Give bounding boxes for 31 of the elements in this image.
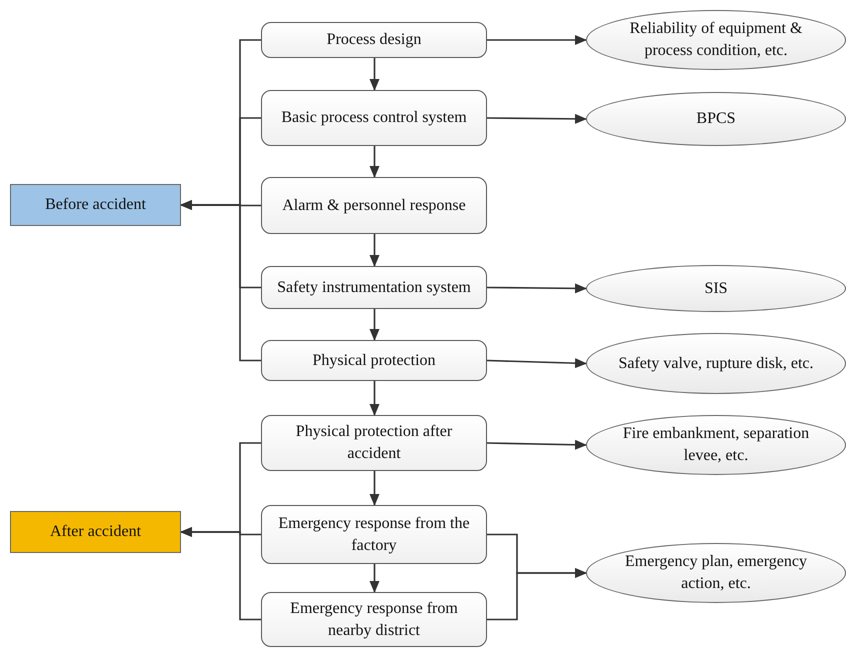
arrow [487,568,587,620]
measure-ellipse: BPCS [586,92,846,146]
arrow [487,114,587,124]
process-box: Safety instrumentation system [261,266,487,309]
arrow [486,358,587,368]
process-box: Emergency response from the factory [261,505,487,564]
stage-box: Before accident [10,184,181,226]
measure-ellipse: Emergency plan, emergency action, etc. [586,543,846,603]
process-box: Physical protection [261,340,487,381]
arrow [370,471,380,506]
measure-ellipse: Reliability of equipment & process condition, etc. [586,10,846,70]
arrow [370,564,380,593]
measure-ellipse: Safety valve, rupture disk, etc. [586,333,846,394]
process-box: Physical protection after accident [261,415,487,471]
arrow [370,58,380,91]
arrow [487,35,587,45]
arrow [370,146,380,178]
arrow [370,381,380,416]
arrow [180,200,261,362]
measure-ellipse: Fire embankment, separation levee, etc. [586,415,846,475]
process-box: Process design [261,22,487,58]
arrow [370,309,380,341]
measure-ellipse: SIS [586,265,846,312]
arrow [180,527,261,620]
arrow [370,234,380,267]
process-box: Basic process control system [261,90,487,146]
stage-box: After accident [10,511,181,553]
process-box: Emergency response from nearby district [261,592,487,647]
process-box: Alarm & personnel response [261,177,487,234]
arrow [486,440,587,450]
arrow [487,283,587,294]
